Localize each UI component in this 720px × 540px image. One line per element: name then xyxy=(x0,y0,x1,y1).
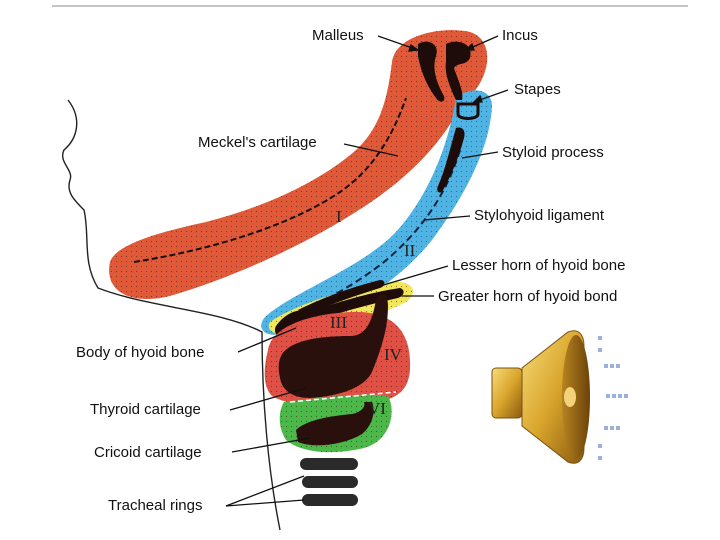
label-greater-horn: Greater horn of hyoid bond xyxy=(438,288,618,305)
stapes-shape xyxy=(456,102,480,120)
label-incus: Incus xyxy=(502,27,538,44)
lesser-horn-shape xyxy=(298,280,385,316)
styloid-process-shape xyxy=(437,127,465,193)
arch-boundary-line xyxy=(289,391,397,403)
label-tracheal-rings: Tracheal rings xyxy=(108,497,203,514)
label-lesser-horn: Lesser horn of hyoid bone xyxy=(452,257,626,274)
arch-1-region xyxy=(109,30,488,299)
label-body-hyoid: Body of hyoid bone xyxy=(76,344,205,361)
arch-numeral-1: I xyxy=(336,207,342,226)
label-stylohyoid-ligament: Stylohyoid ligament xyxy=(474,207,605,224)
arch-numeral-2: II xyxy=(404,241,416,260)
incus-shape xyxy=(445,41,471,100)
arch-numeral-4: IV xyxy=(384,345,403,364)
speaker-icon[interactable] xyxy=(486,322,642,472)
tracheal-ring xyxy=(302,476,358,488)
label-stapes: Stapes xyxy=(514,81,561,98)
tracheal-ring xyxy=(300,458,358,470)
meckels-cartilage-line xyxy=(133,97,407,263)
tracheal-ring xyxy=(302,494,358,506)
thyroid-cartilage-shape xyxy=(278,293,388,398)
arch-numeral-6: VI xyxy=(368,399,386,418)
cricoid-cartilage-shape xyxy=(296,402,374,446)
label-styloid-process: Styloid process xyxy=(502,144,604,161)
arch-numeral-3: III xyxy=(330,313,347,332)
label-thyroid-cartilage: Thyroid cartilage xyxy=(90,401,201,418)
label-malleus: Malleus xyxy=(312,27,364,44)
face-profile xyxy=(62,99,281,531)
label-meckels-cartilage: Meckel's cartilage xyxy=(198,134,317,151)
leader-lines xyxy=(225,35,509,507)
malleus-shape xyxy=(418,41,445,102)
label-cricoid-cartilage: Cricoid cartilage xyxy=(94,444,202,461)
